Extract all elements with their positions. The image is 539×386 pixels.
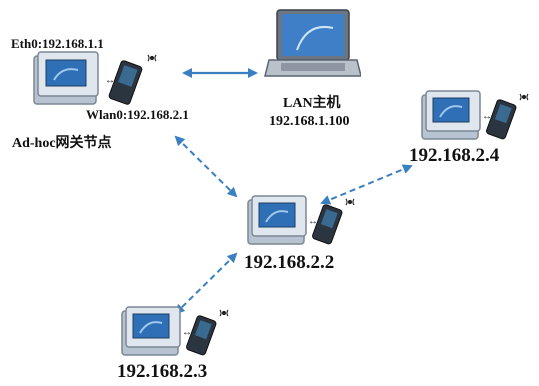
wifi-module-icon [108,60,143,105]
node-device: ↔ [420,89,539,150]
svg-text:↔: ↔ [182,327,192,338]
wifi-module-icon [312,204,343,245]
node-device: ↔ [120,305,240,366]
embedded-board-icon: ↔ [247,195,355,245]
laptop-icon [264,9,362,77]
gateway-eth0-label: Eth0:192.168.1.1 [11,36,104,51]
gateway-role-label: Ad-hoc网关节点 [12,136,112,151]
svg-text:↔: ↔ [482,111,492,122]
wifi-signal-icon [219,309,229,317]
wifi-signal-icon [345,198,355,206]
link-node-2-2-node-2-4 [320,164,413,205]
wifi-module-icon [486,99,517,140]
node-device: ↔ [246,194,366,255]
embedded-board-icon: ↔ [421,90,529,140]
wifi-module-icon [186,315,217,356]
wifi-signal-icon [519,93,529,101]
gateway-wlan0-label: Wlan0:192.168.2.1 [86,107,189,122]
lan-host-title: LAN主机 [283,96,341,111]
svg-text:↔: ↔ [308,216,318,227]
wifi-signal-icon [147,54,157,62]
lan-host-device [261,8,362,89]
lan-host-ip: 192.168.1.100 [269,114,350,129]
svg-text:↔: ↔ [105,75,115,86]
link-node-2-2-node-2-3 [174,252,238,315]
node-ip-label: 192.168.2.4 [409,145,500,166]
node-ip-label: 192.168.2.3 [117,361,208,382]
gateway-device: ↔ [32,50,172,117]
node-ip-label: 192.168.2.2 [244,252,335,273]
embedded-board-icon: ↔ [33,51,157,105]
link-gateway-node-2-2 [174,135,238,198]
embedded-board-icon: ↔ [121,306,229,356]
